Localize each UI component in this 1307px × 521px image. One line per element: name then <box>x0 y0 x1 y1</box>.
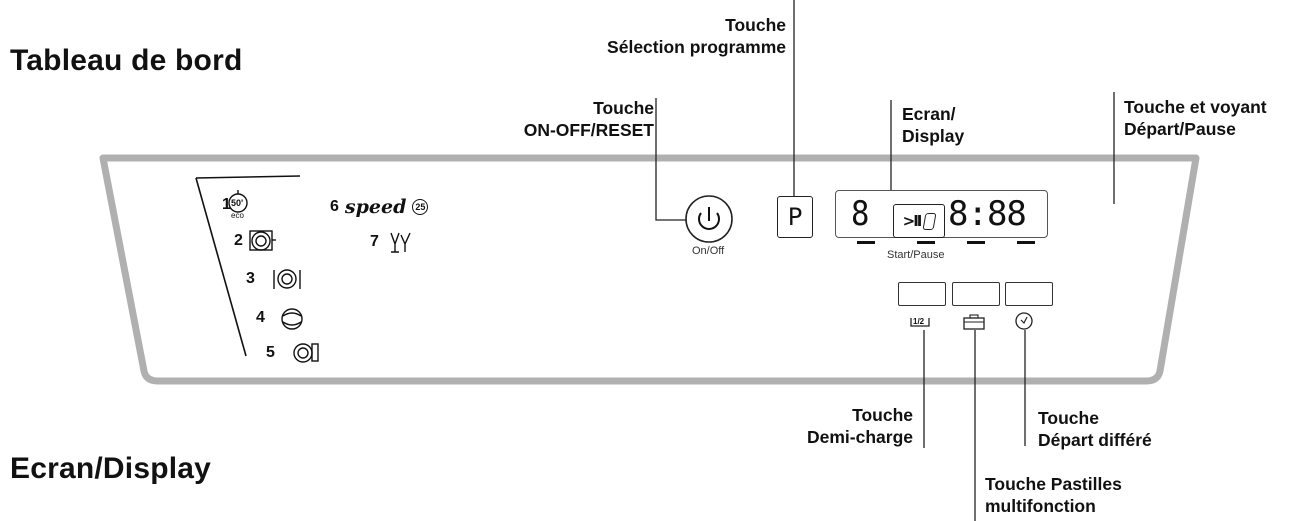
play-pause-icon: >II <box>902 212 923 230</box>
callout-delayed-start: Touche Départ différé <box>1038 408 1152 450</box>
program-1-value: 50' <box>231 198 244 208</box>
callout-screen: Ecran/ Display <box>902 104 965 146</box>
display-underline-4 <box>1017 241 1035 244</box>
program-7: 7 <box>370 233 379 250</box>
leader-on-off <box>655 98 686 221</box>
dashboard-heading: Tableau de bord <box>10 44 243 77</box>
program-6: 6 speed 25 <box>330 196 429 218</box>
program-1: 1 <box>222 196 231 213</box>
program-2: 2 <box>234 232 243 249</box>
callout-multi-tablets: Touche Pastilles multifonction <box>985 474 1122 516</box>
display-program-digit: 8 <box>851 194 870 234</box>
delayed-start-button[interactable] <box>1005 282 1053 306</box>
start-pause-button[interactable]: >II <box>893 204 945 238</box>
program-select-button[interactable]: P <box>777 196 813 238</box>
half-load-icon <box>910 318 930 327</box>
display-heading: Ecran/Display <box>10 452 212 485</box>
callout-program-select: Touche Sélection programme <box>607 15 786 57</box>
program-icons <box>228 190 411 363</box>
program-1-eco-label: eco <box>231 211 244 220</box>
display-underline-2 <box>917 241 935 244</box>
speed-25-icon: 25 <box>412 199 429 215</box>
on-off-button[interactable] <box>686 196 732 242</box>
callout-half-load: Touche Demi-charge <box>806 405 913 447</box>
start-pause-led <box>922 212 937 230</box>
callout-start-pause: Touche et voyant Départ/Pause <box>1124 97 1267 139</box>
display-underline-1 <box>857 241 875 244</box>
half-load-icon-text: 1/2 <box>913 317 925 326</box>
display-time-digits: 8:88 <box>948 194 1027 234</box>
delay-clock-icon <box>1015 312 1033 330</box>
on-off-label: On/Off <box>692 245 725 257</box>
multi-tablets-button[interactable] <box>952 282 1000 306</box>
power-icon <box>698 212 720 230</box>
program-4: 4 <box>256 309 265 326</box>
program-5: 5 <box>266 344 275 361</box>
prewash-icon <box>281 308 303 330</box>
half-load-button[interactable] <box>898 282 946 306</box>
display-underline-3 <box>967 241 985 244</box>
callout-on-off-reset: Touche ON-OFF/RESET <box>523 98 654 140</box>
glass-icon <box>390 232 400 253</box>
start-pause-label: Start/Pause <box>887 249 945 261</box>
program-divider <box>195 177 247 357</box>
speed-label: speed <box>344 196 407 218</box>
normal-plate-icon <box>277 269 297 289</box>
program-3: 3 <box>246 270 255 287</box>
